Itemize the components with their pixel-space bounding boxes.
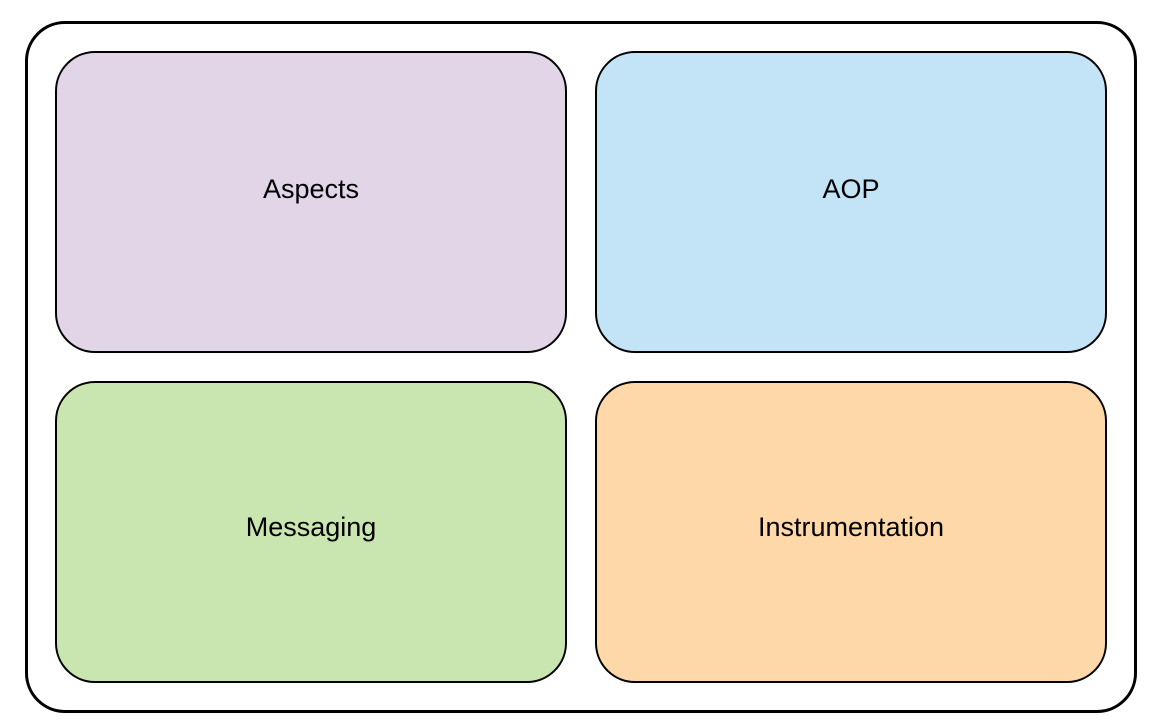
aop-box: AOP: [595, 51, 1107, 353]
messaging-label: Messaging: [245, 511, 377, 542]
aspects-label: Aspects: [262, 174, 360, 204]
aspects-box: Aspects: [55, 51, 567, 353]
aop-label: AOP: [822, 174, 880, 204]
messaging-box: Messaging: [55, 381, 567, 683]
instrumentation-box: Instrumentation: [595, 381, 1107, 683]
instrumentation-label: Instrumentation: [757, 511, 945, 542]
